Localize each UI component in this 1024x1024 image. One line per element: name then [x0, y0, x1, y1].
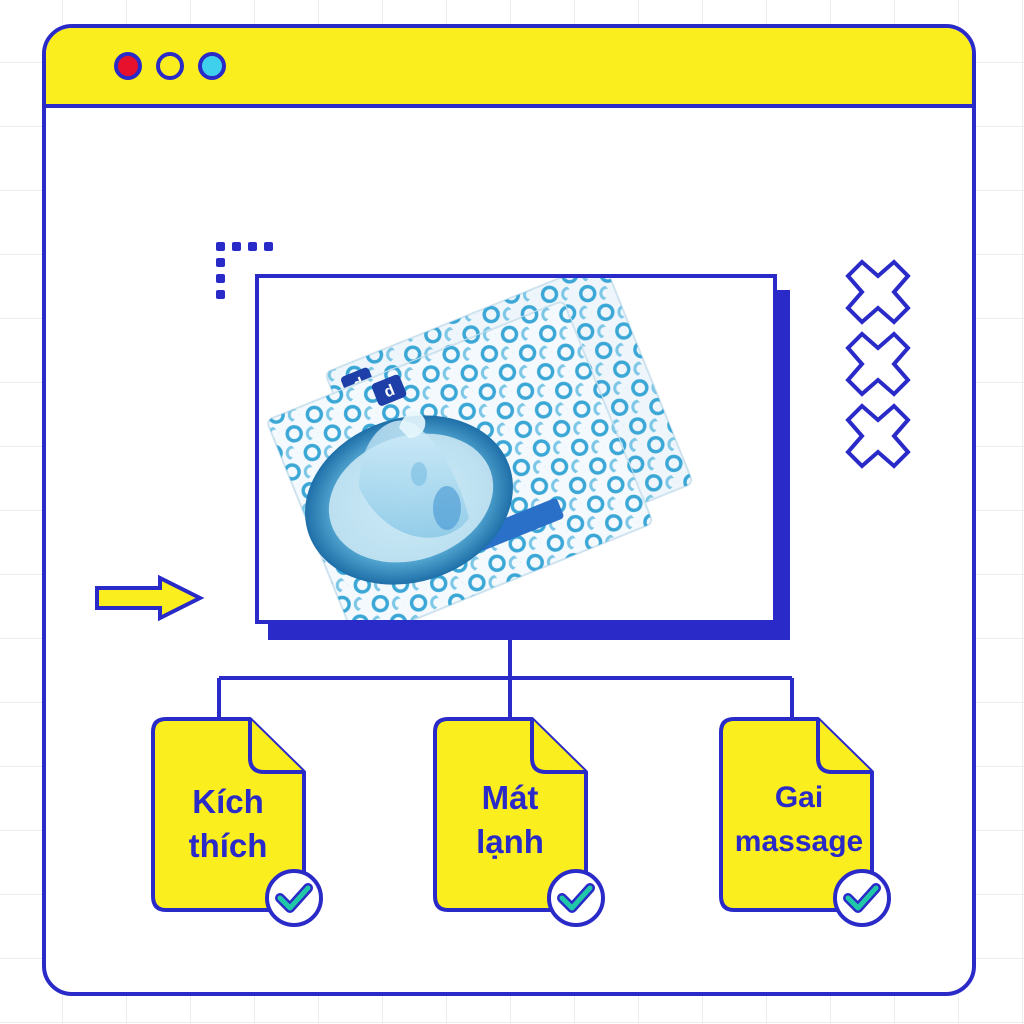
check-badge-icon	[833, 869, 891, 927]
minimize-window-button[interactable]	[156, 52, 184, 80]
feature-label: Gai massage	[734, 781, 864, 858]
right-arrow-icon	[95, 574, 205, 622]
feature-label: Mát lạnh	[476, 779, 544, 860]
feature-card-massage: Gai massage	[718, 716, 894, 936]
cross-icon	[845, 259, 911, 469]
corner-dots-icon	[216, 242, 273, 299]
feature-card-stimulating: Kích thích	[150, 716, 326, 936]
check-badge-icon	[265, 869, 323, 927]
condom-package-illustration: d d	[259, 278, 773, 620]
window-titlebar	[46, 28, 972, 108]
feature-card-cooling: Mát lạnh	[432, 716, 608, 936]
product-image: d d	[255, 274, 777, 624]
maximize-window-button[interactable]	[198, 52, 226, 80]
close-window-button[interactable]	[114, 52, 142, 80]
feature-label: Kích thích	[188, 783, 268, 864]
document-icon	[719, 717, 874, 912]
check-badge-icon	[547, 869, 605, 927]
